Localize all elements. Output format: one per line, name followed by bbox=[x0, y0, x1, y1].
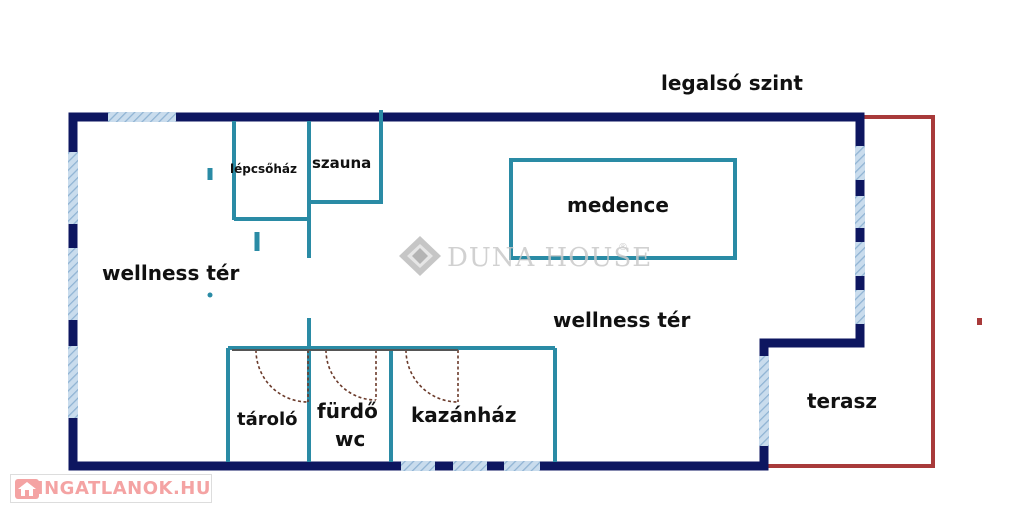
watermark-center-text: DUNA HOUSE bbox=[447, 243, 652, 273]
room-label-medence: medence bbox=[567, 193, 669, 217]
room-label-wellness-right: wellness tér bbox=[553, 308, 690, 332]
watermark-corner-text: INGATLANOK.HU bbox=[36, 478, 211, 499]
room-label-furdo: fürdő bbox=[317, 399, 378, 423]
room-label-terasz: terasz bbox=[807, 389, 877, 413]
inner-walls bbox=[207, 110, 737, 462]
watermark-registered: ® bbox=[618, 242, 628, 253]
pool-outline bbox=[509, 158, 737, 260]
outer-walls bbox=[68, 112, 865, 471]
terrace-marker bbox=[977, 318, 982, 325]
ingatlanok-watermark: INGATLANOK.HU bbox=[10, 474, 212, 503]
door-swings bbox=[255, 349, 459, 403]
terrace-outline bbox=[764, 115, 935, 468]
floor-title: legalsó szint bbox=[661, 71, 803, 95]
room-label-szauna: szauna bbox=[312, 154, 371, 172]
windows bbox=[68, 112, 865, 471]
room-label-wc: wc bbox=[335, 427, 365, 451]
room-label-wellness-left: wellness tér bbox=[102, 261, 239, 285]
wall-dot bbox=[207, 292, 213, 298]
house-logo-icon bbox=[14, 478, 39, 500]
room-label-tarolo: tároló bbox=[237, 409, 298, 430]
room-label-kazanhaz: kazánház bbox=[411, 403, 517, 427]
room-label-lepcsohaz: lépcsőház bbox=[230, 162, 297, 176]
diamond-logo-icon bbox=[399, 236, 441, 276]
duna-house-watermark: DUNA HOUSE ® bbox=[399, 236, 652, 276]
